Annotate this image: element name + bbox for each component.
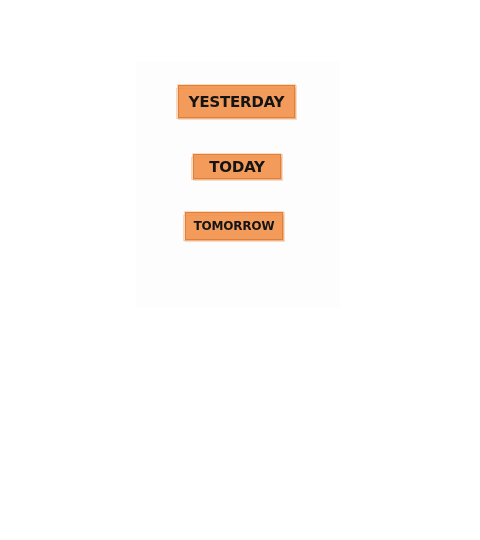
today-tag[interactable]: TODAY [191,154,282,180]
yesterday-tag[interactable]: YESTERDAY [176,85,296,119]
tomorrow-tag[interactable]: TOMORROW [183,212,284,241]
